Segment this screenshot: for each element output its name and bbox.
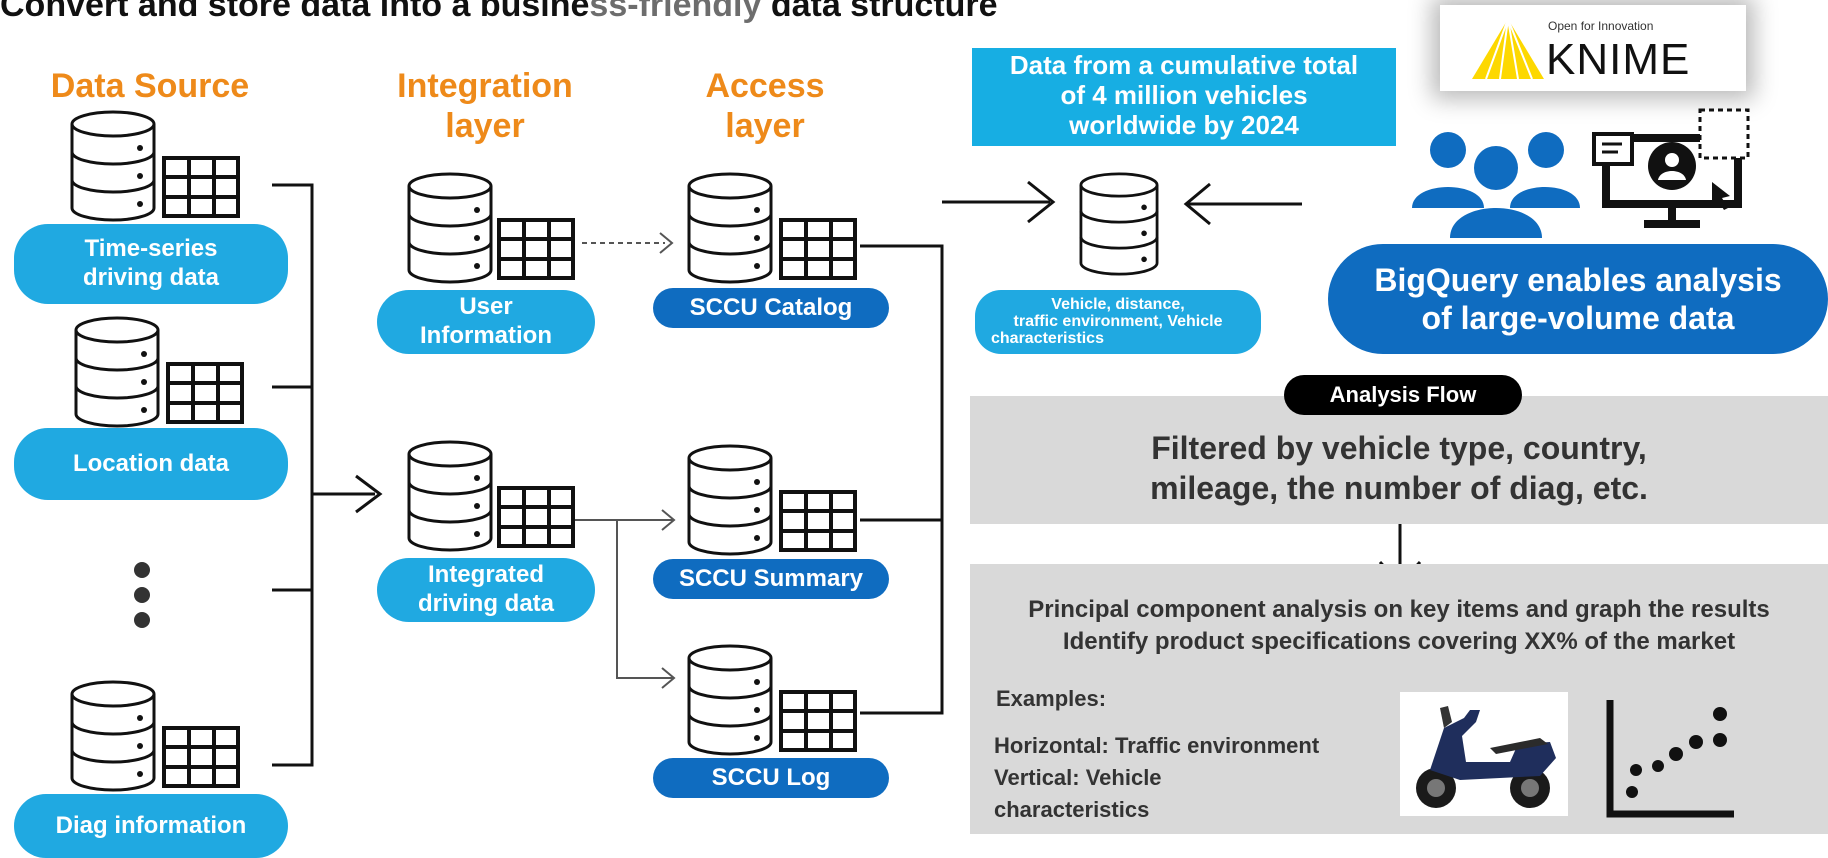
banner-line1: Data from a cumulative total (1009, 50, 1359, 80)
title-highlight: ss-friendly (589, 0, 762, 24)
user-line2: Information (420, 322, 552, 349)
header-access-layer: Access layer (640, 66, 890, 146)
time-series-line2: driving data (82, 264, 220, 291)
scatter-plot-icon (1606, 700, 1734, 818)
filter-line1: Filtered by vehicle type, country, (1151, 430, 1647, 466)
database-icon (687, 172, 773, 284)
vertical-axis-line2: characteristics (994, 797, 1150, 822)
banner-line2: of 4 million vehicles (1060, 80, 1308, 110)
filter-text: Filtered by vehicle type, country, milea… (970, 428, 1828, 508)
header-integration-line1: Integration (397, 67, 573, 105)
table-grid-icon (779, 490, 857, 552)
knime-triangle-icon (1472, 18, 1544, 80)
table-grid-icon (497, 486, 575, 548)
target-line1: Vehicle, distance, (1051, 296, 1185, 313)
table-grid-icon (162, 726, 240, 788)
access-sccu-log: SCCU Log (653, 758, 889, 798)
header-access-line1: Access (705, 67, 825, 105)
pca-text: Principal component analysis on key item… (970, 594, 1828, 658)
header-integration-layer: Integration layer (340, 66, 630, 146)
source-location-data: Location data (14, 428, 288, 500)
integrated-line2: driving data (417, 590, 555, 617)
cumulative-vehicles-banner: Data from a cumulative total of 4 millio… (972, 48, 1396, 146)
database-icon (70, 680, 156, 792)
knime-logo: Open for Innovation KNIME (1440, 5, 1746, 91)
database-icon (687, 444, 773, 556)
source-diag-information: Diag information (14, 794, 288, 858)
scooter-image (1400, 692, 1568, 816)
database-icon (687, 644, 773, 756)
filter-step-box (970, 396, 1828, 524)
user-line1: User (459, 293, 513, 321)
table-grid-icon (497, 218, 575, 280)
target-data-pill: Vehicle, distance, traffic environment, … (975, 290, 1261, 354)
bigquery-line1: BigQuery enables analysis (1374, 262, 1782, 298)
examples-label: Examples: (996, 686, 1107, 711)
monitor-user-icon (1592, 108, 1750, 228)
users-group-icon (1412, 132, 1580, 238)
scooter-icon (1416, 706, 1556, 808)
title-text-3: data structure (761, 0, 998, 24)
access-sccu-summary: SCCU Summary (653, 559, 889, 599)
header-data-source: Data Source (50, 67, 250, 105)
table-grid-icon (779, 218, 857, 280)
header-access-line2: layer (725, 107, 805, 145)
vertical-axis-line1: Vertical: Vehicle (994, 765, 1162, 790)
title-text-1: Convert and store data into a busine (0, 0, 590, 24)
database-icon (407, 172, 493, 284)
pca-line1: Principal component analysis on key item… (1028, 596, 1770, 623)
header-integration-line2: layer (445, 107, 525, 145)
database-icon (70, 110, 156, 222)
banner-line3: worldwide by 2024 (1069, 110, 1299, 140)
bigquery-line2: of large-volume data (1421, 300, 1735, 336)
table-grid-icon (779, 690, 857, 752)
more-sources-ellipsis-icon (134, 562, 150, 628)
knime-tagline: Open for Innovation (1548, 19, 1654, 33)
database-icon (1079, 172, 1159, 276)
pca-step-box (970, 564, 1828, 834)
database-icon (74, 316, 160, 428)
filter-line2: mileage, the number of diag, etc. (1150, 470, 1648, 506)
access-sccu-catalog: SCCU Catalog (653, 288, 889, 328)
table-grid-icon (162, 156, 240, 218)
database-icon (407, 440, 493, 552)
pca-line2: Identify product specifications covering… (1062, 628, 1736, 655)
knime-wordmark: KNIME (1546, 35, 1691, 84)
time-series-line1: Time-series (84, 235, 218, 263)
horizontal-axis-text: Horizontal: Traffic environment (994, 733, 1320, 758)
target-line3: characteristics (991, 330, 1104, 347)
analysis-flow-tag: Analysis Flow (1284, 375, 1522, 415)
examples-text: Horizontal: Traffic environment Vertical… (994, 730, 1319, 826)
target-line2: traffic environment, Vehicle (1013, 313, 1223, 330)
table-grid-icon (166, 362, 244, 424)
integrated-line1: Integrated (427, 561, 544, 589)
page-title: Convert and store data into a business-f… (0, 0, 998, 25)
